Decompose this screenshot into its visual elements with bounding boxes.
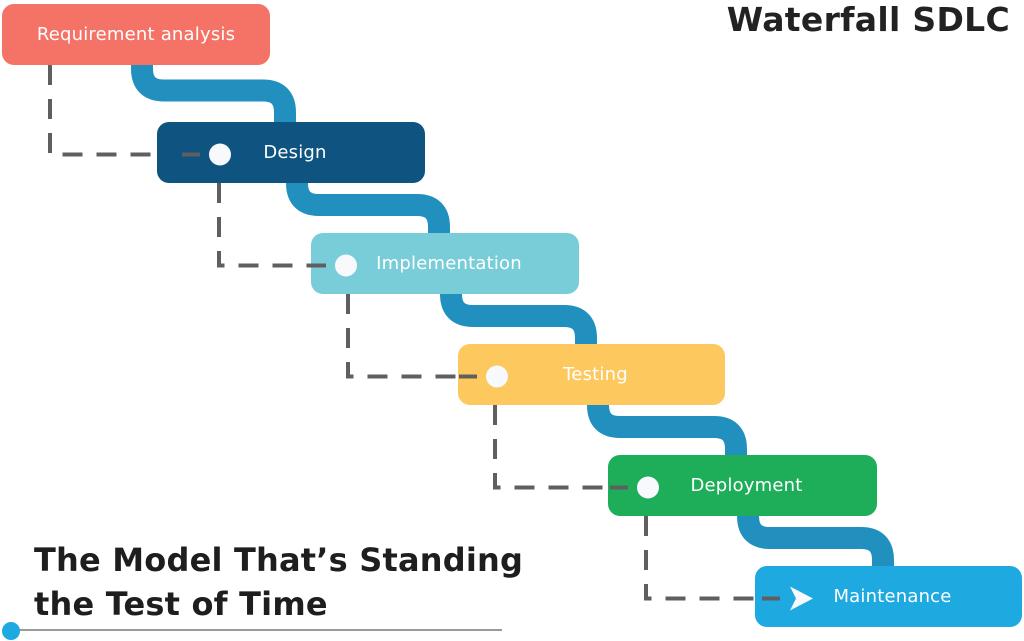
diagram-title: Waterfall SDLC: [726, 0, 1010, 39]
stage-label: Design: [263, 142, 327, 163]
flow-pipe: [286, 179, 450, 239]
flow-pipe: [737, 512, 894, 572]
flow-pipe: [440, 290, 597, 350]
dashed-connector: [644, 516, 786, 601]
stage-label: Deployment: [690, 475, 803, 496]
stage-label: Implementation: [376, 253, 522, 274]
subtitle-underline: [10, 629, 502, 631]
stage-testing: Testing: [458, 344, 725, 405]
dashed-connectors: [48, 65, 786, 601]
stage-label: Testing: [563, 364, 628, 385]
stage-design: Design: [157, 122, 425, 183]
flow-pipe: [587, 401, 747, 461]
stage-label: Maintenance: [833, 586, 952, 607]
stage-requirement-analysis: Requirement analysis: [2, 4, 270, 65]
diagram-subtitle: The Model That’s Standing the Test of Ti…: [34, 538, 523, 626]
underline-dot-icon: [2, 622, 20, 640]
stage-implementation: Implementation: [311, 233, 579, 294]
flow-pipes: [131, 61, 894, 572]
dashed-connector: [493, 405, 634, 490]
stage-maintenance: Maintenance: [755, 566, 1022, 627]
subtitle-line-2: the Test of Time: [34, 585, 328, 623]
dashed-connector: [346, 294, 483, 379]
stage-deployment: Deployment: [608, 455, 877, 516]
stage-label: Requirement analysis: [36, 24, 236, 45]
subtitle-line-1: The Model That’s Standing: [34, 541, 524, 579]
dashed-connector: [217, 183, 332, 268]
flow-pipe: [131, 61, 296, 128]
